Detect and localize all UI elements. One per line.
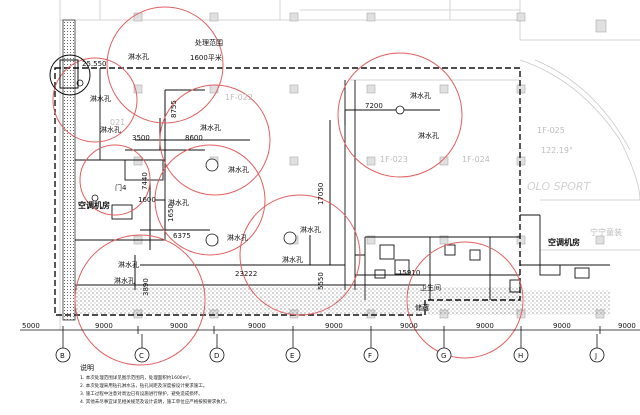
area-label: 1600平米 [190,53,222,62]
dim-23222: 23222 [235,270,257,278]
right-shop-label: 宁宁童装 [590,227,622,237]
sport-label: OLO SPORT [527,180,592,193]
left-marker-circle [49,54,91,96]
water-hole-label: 淋水孔 [410,91,431,100]
notes-title: 说明 [80,363,94,372]
axis-bubble-c: C [139,352,144,360]
ac-room-right: 空调机房 [548,237,580,247]
room-1f025: 1F-025 [537,126,565,135]
water-hole-label: 淋水孔 [118,260,139,269]
coverage-circles [52,6,524,366]
door4-label: 门4 [115,183,127,192]
axis-bubble-b: B [60,352,65,360]
axis-dim-1: 9000 [95,322,113,330]
bottom-fill-strip-right [490,290,610,315]
axis-dim-4: 9000 [325,322,343,330]
storage-label: 储藏 [415,303,429,312]
pipe-routes [125,89,440,290]
axis-bubble-e: E [290,352,294,360]
room-021: 021 [110,118,125,127]
water-hole-label: 淋水孔 [200,123,221,132]
dim-17050: 17050 [317,183,325,205]
axis-bubbles [55,334,605,363]
dim-3890: 3890 [142,278,150,296]
room-1f024: 1F-024 [462,155,490,164]
dim-8600: 8600 [185,134,203,142]
round-columns [76,79,405,247]
axis-dim-0: 5000 [22,322,40,330]
water-hole-label: 淋水孔 [128,52,149,61]
left-wall-hatch [62,19,76,321]
water-hole-label: 淋水孔 [90,94,111,103]
axis-bubble-j: J [594,352,597,360]
ac-room-left: 空调机房 [78,200,110,210]
bottom-fill-strip [75,287,520,315]
room-1f023: 1F-023 [380,155,408,164]
axis-bubble-h: H [518,352,523,360]
water-hole-label: 淋水孔 [227,233,248,242]
note-line-3: 3. 施工过程中注意对周边已有设施进行保护，避免造成损坏。 [80,390,203,397]
dim-8755: 8755 [170,100,178,118]
water-hole-label: 淋水孔 [100,125,121,134]
structure-lines [75,68,610,300]
note-line-1: 1. 本次处理范围详见图示范围内，处理面积约1600m²。 [80,374,193,381]
note-line-2: 2. 本次处理采用钻孔淋水法，钻孔间距及深度按设计要求施工。 [80,382,207,389]
axis-dim-8: 9000 [618,322,636,330]
water-hole-label: 淋水孔 [228,165,249,174]
room-1f022: 1F-022 [225,93,253,102]
water-hole-label: 淋水孔 [168,198,189,207]
level-value: 122.19° [541,146,573,155]
axis-dim-2: 9000 [170,322,188,330]
dim-5550: 5550 [317,272,325,290]
dim-1600: 1600 [138,196,156,204]
axis-dim-6: 9000 [476,322,494,330]
left-marker-box [59,59,79,89]
water-hole-label: 淋水孔 [300,225,321,234]
axis-dim-3: 9000 [248,322,266,330]
treatment-boundary [54,67,521,316]
dim-1650: 1650 [167,204,175,222]
dim-3500: 3500 [132,134,150,142]
axis-ticks [62,326,601,334]
note-line-4: 4. 其他未尽事宜详见相关规范及设计说明，施工单位应严格按照要求执行。 [80,398,230,405]
axis-dim-5: 9000 [400,322,418,330]
water-hole-label: 淋水孔 [418,131,439,140]
dim-7440: 7440 [141,172,149,190]
axis-bubble-d: D [214,352,219,360]
dim-6375: 6375 [173,232,191,240]
axis-bubble-g: G [441,352,446,360]
dim-15910: 15910 [398,269,420,277]
dim-7200: 7200 [365,102,383,110]
axis-bubble-f: F [368,352,372,360]
water-hole-label: 淋水孔 [282,255,303,264]
range-label: 处理范围 [195,38,223,47]
axis-dim-7: 9000 [553,322,571,330]
water-hole-label: 淋水孔 [114,276,135,285]
dim-25550: 25.550 [82,60,107,68]
toilet-label: 卫生间 [420,283,441,292]
